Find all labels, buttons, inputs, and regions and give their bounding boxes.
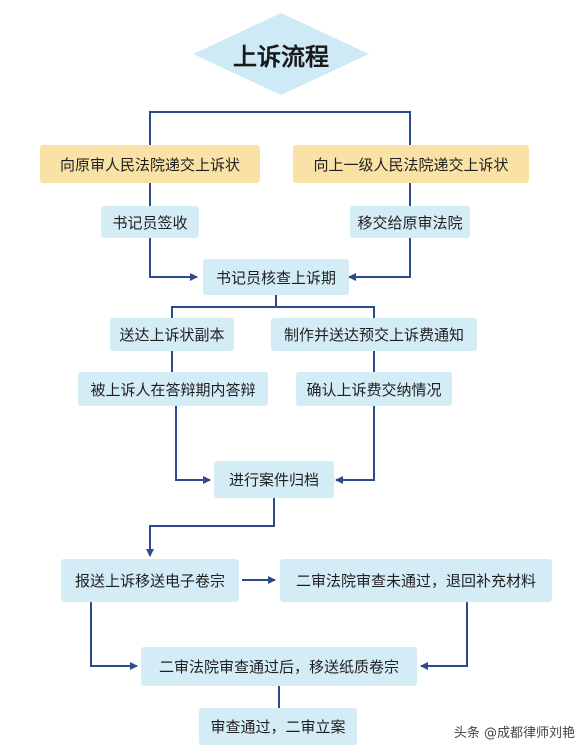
node-fee-notice: 制作并送达预交上诉费通知 xyxy=(271,318,477,351)
node-serve-copy: 送达上诉状副本 xyxy=(110,318,234,351)
connector-clerk-sign-to-check xyxy=(149,238,198,281)
node-clerk-sign: 书记员签收 xyxy=(101,206,199,238)
connector-failed-to-passed xyxy=(420,602,468,670)
connector-title-split xyxy=(149,111,411,145)
node-transfer-original: 移交给原审法院 xyxy=(350,206,470,238)
connector-report-to-passed xyxy=(90,602,138,670)
node-clerk-check: 书记员核查上诉期 xyxy=(203,259,349,295)
node-review-failed: 二审法院审查未通过，退回补充材料 xyxy=(280,559,552,602)
diagram-title: 上诉流程 xyxy=(233,42,329,71)
title-diamond xyxy=(193,13,369,95)
connectors xyxy=(90,111,468,708)
node-filed: 审查通过，二审立案 xyxy=(199,708,357,745)
node-appellee-reply: 被上诉人在答辩期内答辩 xyxy=(78,372,268,406)
connector-check-split xyxy=(171,295,375,318)
connector-reply-to-archive xyxy=(175,406,211,484)
node-report-e-file: 报送上诉移送电子卷宗 xyxy=(61,559,239,602)
watermark-text: 头条 @成都律师刘艳 xyxy=(453,726,575,741)
node-submit-original: 向原审人民法院递交上诉状 xyxy=(40,145,260,183)
node-confirm-fee: 确认上诉费交纳情况 xyxy=(296,372,452,406)
node-review-passed: 二审法院审查通过后，移送纸质卷宗 xyxy=(141,647,417,686)
connector-confirm-to-archive xyxy=(335,406,375,484)
connector-transfer-to-check xyxy=(348,238,411,281)
node-archive: 进行案件归档 xyxy=(214,461,334,498)
node-submit-higher: 向上一级人民法院递交上诉状 xyxy=(293,145,529,183)
connector-archive-to-report xyxy=(146,498,275,557)
